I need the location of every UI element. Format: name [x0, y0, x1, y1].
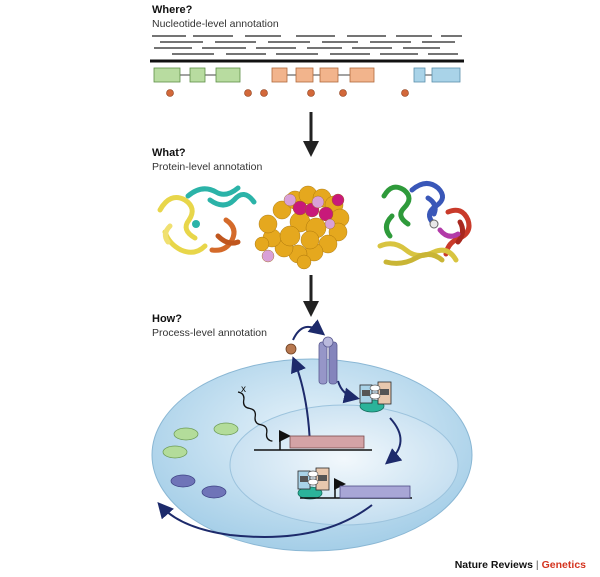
signal-arrow — [337, 380, 360, 404]
annotation-figure: x — [150, 35, 473, 552]
radiation-wave — [237, 391, 273, 442]
credit-separator: | — [535, 559, 539, 571]
variant-dot — [401, 89, 409, 97]
journal-credit: Nature Reviews|Genetics — [455, 559, 586, 571]
exon-blue — [413, 67, 426, 83]
variant-dot — [339, 89, 347, 97]
signal-arrow — [384, 417, 403, 465]
protein-complex-cytoplasm — [359, 381, 392, 413]
variant-dot — [166, 89, 174, 97]
exon-green — [153, 67, 181, 83]
publisher-name: Nature Reviews — [454, 559, 533, 571]
protein-complex-nucleus — [297, 467, 330, 500]
organelle-green — [162, 445, 188, 459]
journal-name: Genetics — [541, 559, 586, 571]
ligand — [285, 343, 297, 355]
signal-arrow — [292, 319, 326, 341]
variant-dots — [166, 89, 409, 97]
down-arrow — [303, 275, 319, 317]
exon-orange — [295, 67, 314, 83]
organelle-green — [213, 422, 239, 436]
exon-green — [189, 67, 206, 83]
mutation-marker: x — [241, 384, 246, 395]
variant-dot — [260, 89, 268, 97]
protein-spacefill-structure — [254, 185, 350, 270]
exon-orange — [271, 67, 288, 83]
how-subtitle: Process-level annotation — [152, 327, 267, 339]
organelle-navy — [201, 485, 227, 499]
variant-dot — [307, 89, 315, 97]
exon-orange — [319, 67, 339, 83]
where-subtitle: Nucleotide-level annotation — [152, 18, 279, 30]
protein-ribbon-structure — [157, 185, 257, 255]
sequence-reads — [152, 35, 462, 55]
gene-models — [153, 67, 461, 83]
organelle-green — [173, 427, 199, 441]
nucleus — [229, 404, 459, 526]
exon-blue — [431, 67, 461, 83]
down-arrow — [303, 112, 319, 157]
gene-upper — [254, 430, 372, 451]
gene-lower — [300, 478, 412, 499]
organelle-navy — [170, 474, 196, 488]
exon-green — [215, 67, 241, 83]
what-heading: What? — [152, 147, 186, 159]
protein-complex-structure — [377, 181, 472, 266]
variant-dot — [244, 89, 252, 97]
exon-orange — [349, 67, 375, 83]
signal-arrow — [291, 356, 311, 446]
membrane-receptor — [318, 336, 338, 385]
where-heading: Where? — [152, 4, 193, 16]
how-heading: How? — [152, 313, 182, 325]
signal-arrow — [157, 501, 373, 538]
what-subtitle: Protein-level annotation — [152, 161, 263, 173]
